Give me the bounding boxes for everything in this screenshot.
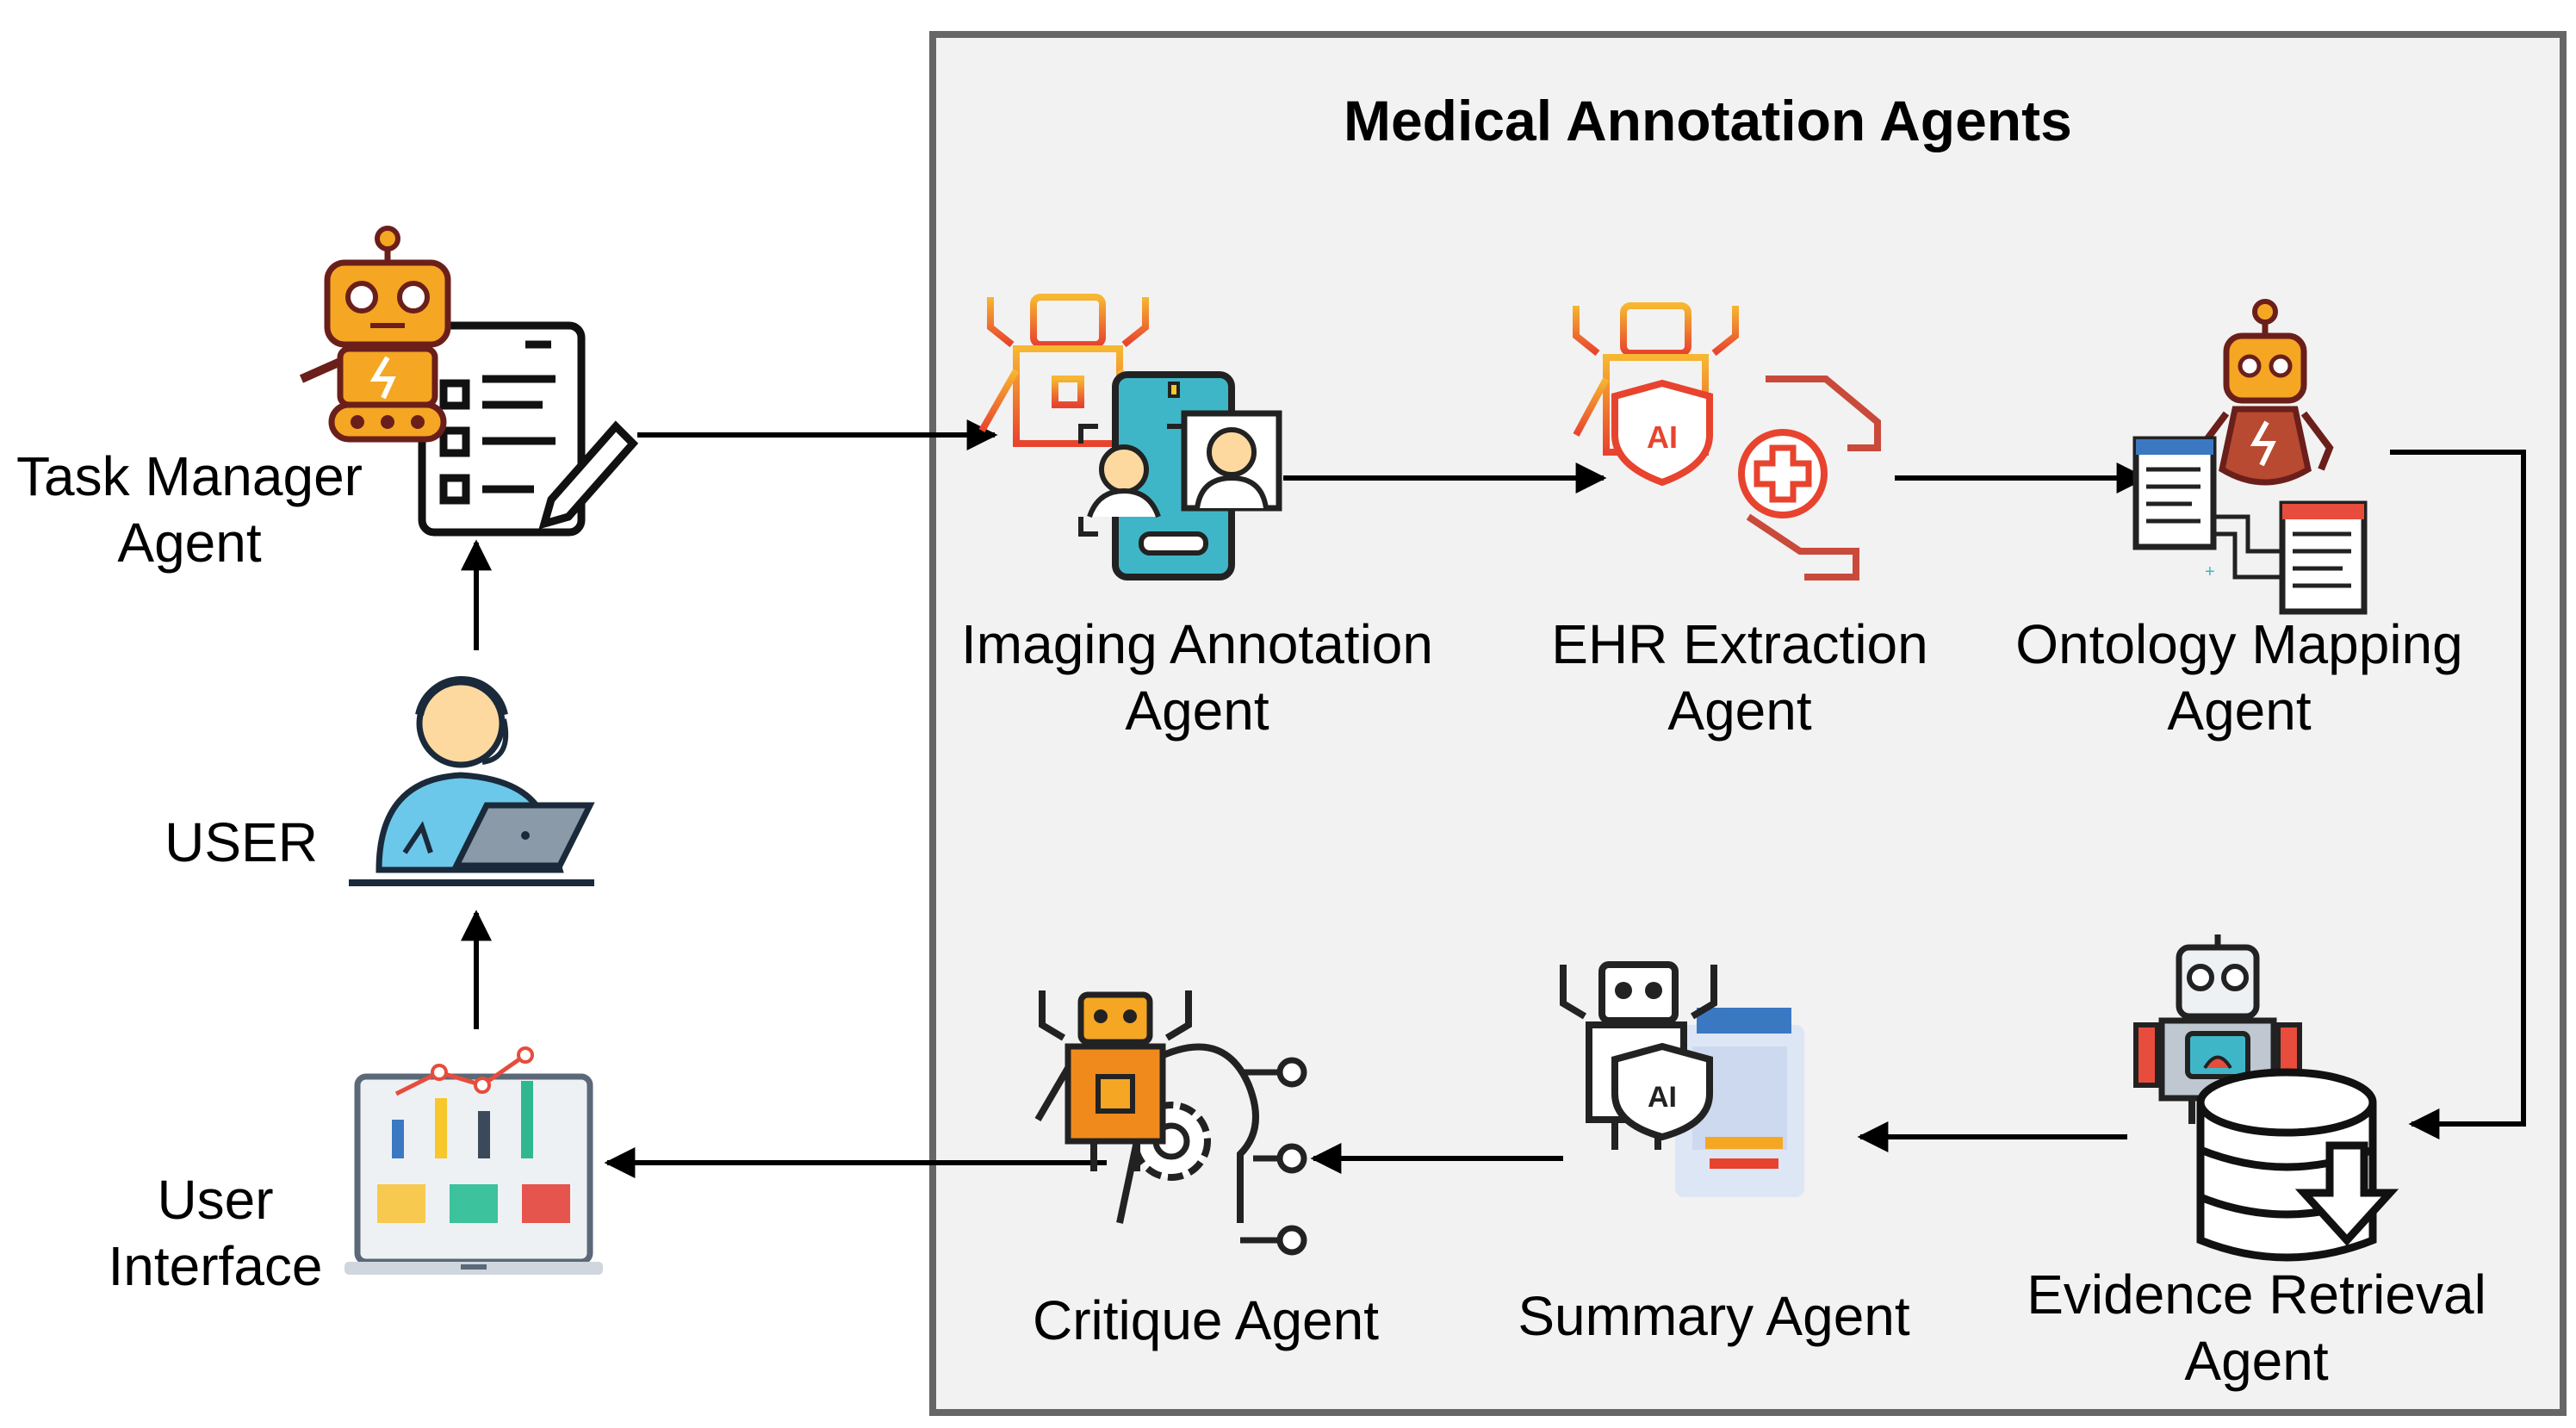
ontology-agent-label: Ontology Mapping Agent <box>1998 612 2480 744</box>
ehr-agent-label: EHR Extraction Agent <box>1516 612 1964 744</box>
robot-phone-scan-icon <box>978 294 1282 581</box>
robot-brain-gear-icon <box>1034 990 1307 1256</box>
dashboard-chart-icon <box>345 1046 603 1275</box>
robot-database-icon <box>2133 934 2399 1262</box>
imaging-agent-label-line2: Agent <box>1125 679 1269 742</box>
user-label-text: USER <box>164 811 318 873</box>
task-manager-label-line2: Agent <box>117 511 262 574</box>
svg-text:+: + <box>2205 562 2215 581</box>
imaging-agent-label: Imaging Annotation Agent <box>939 612 1456 744</box>
connectors <box>461 419 2526 1178</box>
group-title: Medical Annotation Agents <box>1344 89 2072 152</box>
summary-agent-label-text: Summary Agent <box>1518 1285 1910 1347</box>
user-interface-label: User Interface <box>69 1167 362 1300</box>
critique-agent-label: Critique Agent <box>999 1288 1412 1354</box>
summary-agent-label: Summary Agent <box>1481 1283 1946 1350</box>
user-interface-label-line1: User <box>157 1169 274 1231</box>
evidence-agent-label: Evidence Retrieval Agent <box>2002 1262 2511 1394</box>
task-manager-label-line1: Task Manager <box>16 445 363 507</box>
robot-documents-icon: + <box>2132 299 2368 615</box>
evidence-agent-label-line1: Evidence Retrieval <box>2027 1263 2486 1326</box>
user-interface-label-line2: Interface <box>108 1234 323 1297</box>
ontology-agent-label-line2: Agent <box>2167 679 2312 742</box>
ehr-agent-label-line2: Agent <box>1667 679 1812 742</box>
evidence-agent-label-line2: Agent <box>2184 1329 2329 1392</box>
task-manager-label: Task Manager Agent <box>0 444 379 576</box>
robot-checklist-icon <box>299 226 639 537</box>
ontology-agent-label-line1: Ontology Mapping <box>2015 613 2463 675</box>
critique-agent-label-text: Critique Agent <box>1032 1289 1380 1351</box>
arrow-ontology-to-evidence <box>2390 450 2526 1139</box>
robot-ai-document-icon: AI <box>1560 961 1804 1197</box>
ehr-agent-label-line1: EHR Extraction <box>1551 613 1928 675</box>
user-laptop-icon <box>349 675 595 886</box>
svg-text:AI: AI <box>1647 419 1678 455</box>
user-label: USER <box>138 810 345 876</box>
svg-text:AI: AI <box>1648 1081 1677 1114</box>
imaging-agent-label-line1: Imaging Annotation <box>961 613 1433 675</box>
robot-ai-shield-health-icon: AI <box>1573 302 1881 581</box>
